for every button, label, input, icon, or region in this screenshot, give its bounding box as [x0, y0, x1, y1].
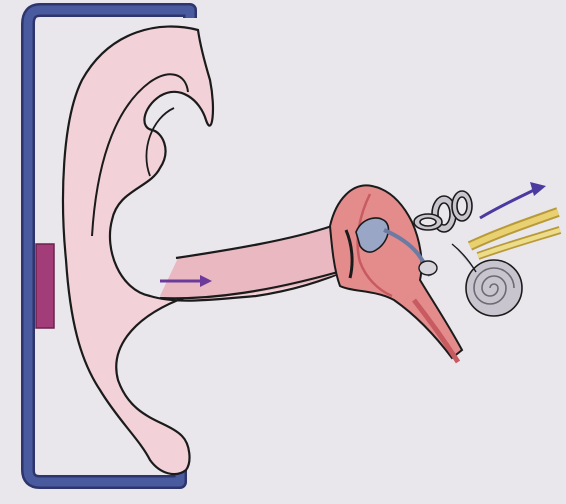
stapes: [419, 261, 437, 275]
speaker-pad: [36, 244, 54, 328]
